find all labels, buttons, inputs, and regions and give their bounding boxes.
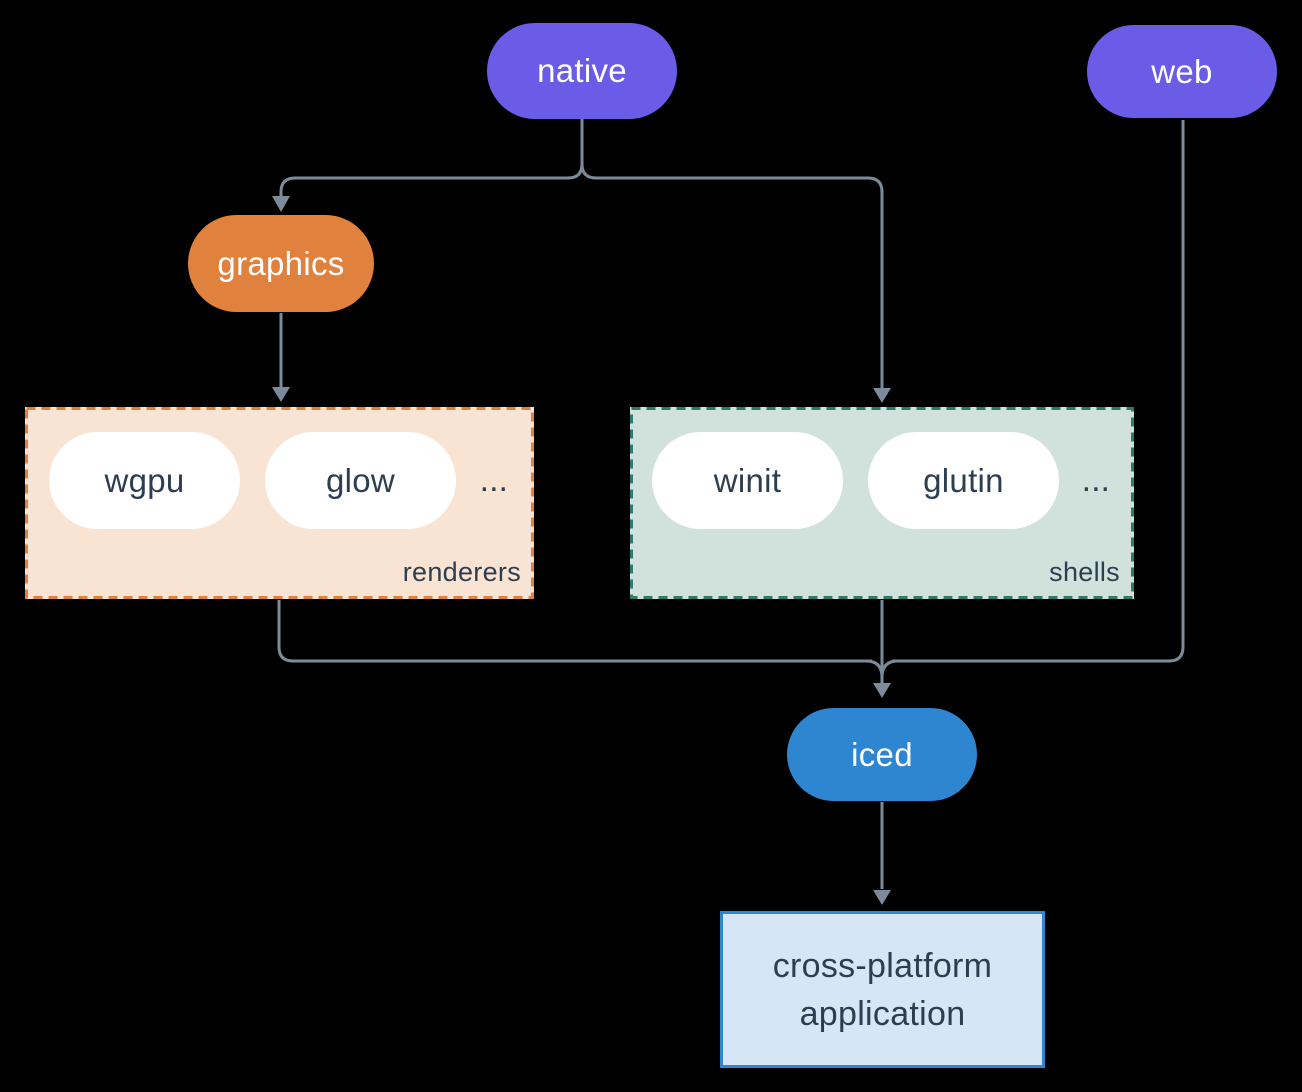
shells-ellipsis: ... (1081, 461, 1110, 499)
arrowhead-renderers (272, 387, 290, 402)
node-web-label: web (1151, 52, 1213, 90)
node-graphics: graphics (188, 215, 374, 312)
group-shells-label: shells (1049, 557, 1120, 587)
group-renderers-dashed-border (25, 407, 534, 599)
node-glow-label: glow (325, 461, 396, 499)
node-cross-platform-application: cross-platform application (720, 911, 1045, 1068)
arrowhead-application (873, 890, 891, 905)
application-label-line1: cross-platform (772, 946, 993, 985)
renderers-ellipsis: ... (479, 461, 508, 499)
node-winit: winit (652, 432, 843, 529)
edge-merge-flare-right (880, 659, 899, 678)
node-winit-label: winit (713, 461, 782, 499)
edge-native-graphics (279, 119, 584, 196)
edge-web-merge (892, 120, 1185, 663)
edge-renderers-merge (277, 600, 872, 663)
edge-native-shells (580, 119, 884, 388)
arrowhead-graphics (272, 196, 290, 212)
node-wgpu: wgpu (49, 432, 240, 529)
node-glutin-label: glutin (923, 461, 1004, 499)
group-shells: winit glutin ... shells (630, 407, 1134, 599)
group-renderers-label: renderers (402, 557, 521, 587)
node-wgpu-label: wgpu (104, 461, 185, 499)
node-native-label: native (537, 52, 627, 89)
arrowhead-iced (873, 683, 891, 698)
node-iced-label: iced (851, 735, 913, 773)
node-web: web (1087, 25, 1277, 118)
application-label-line2: application (799, 994, 966, 1033)
node-glutin: glutin (868, 432, 1059, 529)
group-renderers: wgpu glow ... renderers (25, 407, 534, 599)
arrowhead-shells (873, 388, 891, 403)
node-native: native (487, 23, 677, 119)
node-iced: iced (787, 708, 977, 801)
edge-merge-flare-left (865, 659, 884, 678)
node-glow: glow (265, 432, 456, 529)
node-graphics-label: graphics (217, 244, 345, 282)
